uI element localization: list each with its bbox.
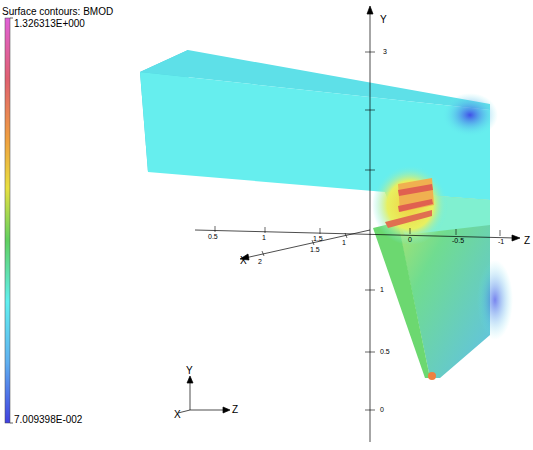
axis-name: Y: [380, 15, 387, 25]
legend-title: Surface contours: BMOD: [2, 7, 113, 17]
tick-value: -0.5: [452, 237, 464, 244]
axis-name: Z: [232, 405, 238, 415]
tick-value: 1.5: [313, 235, 323, 242]
tick-value: 1.5: [310, 246, 320, 253]
tick-value: 1: [262, 234, 266, 241]
min-value: 7.009398E-002: [14, 415, 82, 425]
axis-name: Z: [524, 236, 530, 246]
tick-value: 2: [258, 258, 262, 265]
max-value: 1.326313E+000: [14, 19, 85, 29]
tick-value: 3: [383, 48, 387, 55]
tick-value: 0.5: [208, 233, 218, 240]
tick-value: 1: [380, 286, 384, 293]
axis-name: X: [174, 410, 181, 420]
tick-value: -1: [498, 238, 504, 245]
axis-name: Y: [186, 366, 193, 376]
tick-value: 0: [380, 406, 384, 413]
tick-value: 1: [342, 239, 346, 246]
tick-value: 0: [408, 236, 412, 243]
axis-name: X: [240, 256, 247, 266]
tick-value: 0.5: [380, 348, 390, 355]
